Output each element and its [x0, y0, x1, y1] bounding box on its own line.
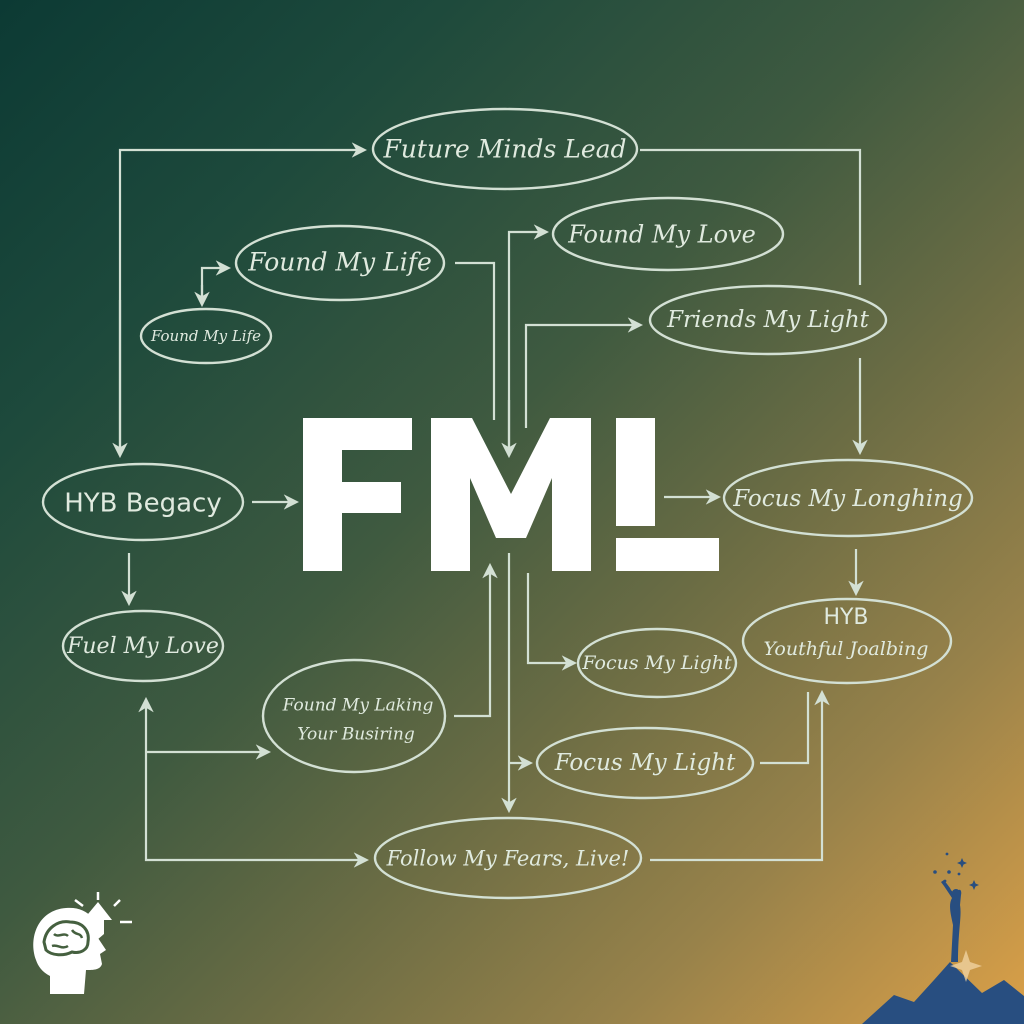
node-label-line2: Youthful Joalbing: [764, 638, 929, 660]
node-label: Follow My Fears, Live!: [386, 847, 630, 871]
node-label: Found My Life: [150, 327, 261, 345]
node-label: Friends My Light: [666, 307, 870, 333]
connector-fears-to-youthful: [650, 689, 830, 862]
node-label-line1: Found My Laking: [282, 696, 434, 716]
fml-title: [303, 418, 719, 571]
connector-fml-to-love: [507, 224, 550, 452]
node-friends-my-light[interactable]: Friends My Light: [648, 284, 888, 356]
node-label: Focus My Light: [581, 652, 732, 674]
node-focus-my-light-upper[interactable]: Focus My Light: [576, 627, 738, 699]
connector-small-life-to-life: [200, 260, 232, 300]
node-found-my-laking[interactable]: Found My Laking Your Busiring: [261, 658, 447, 774]
node-label: Fuel My Love: [66, 634, 219, 659]
person-on-mountain-icon: [862, 852, 1024, 1024]
node-label: Found My Love: [567, 221, 756, 249]
node-label-line1: HYB: [823, 605, 868, 630]
node-follow-my-fears[interactable]: Follow My Fears, Live!: [373, 816, 643, 900]
connectors: [112, 142, 868, 868]
node-found-my-life[interactable]: Found My Life: [234, 224, 446, 302]
connector-laking-to-fml: [454, 562, 498, 718]
node-fuel-my-love[interactable]: Fuel My Love: [61, 609, 225, 683]
node-future-minds-lead[interactable]: Future Minds Lead: [371, 107, 639, 191]
connector-fml-to-light-upper: [526, 573, 578, 671]
node-focus-my-longhing[interactable]: Focus My Longhing: [722, 458, 974, 538]
node-label: Found My Life: [247, 248, 432, 277]
connector-future-to-longhing: [640, 148, 862, 285]
node-label: Focus My Light: [554, 750, 736, 776]
brain-growth-icon: [33, 892, 132, 994]
connector-life-to-fml: [455, 261, 496, 420]
node-label: Future Minds Lead: [382, 135, 626, 164]
node-label-line2: Your Busiring: [297, 725, 415, 745]
node-focus-my-light-lower[interactable]: Focus My Light: [535, 726, 755, 800]
node-hyb-youthful[interactable]: HYB Youthful Joalbing: [741, 597, 953, 685]
node-label: Focus My Longhing: [732, 486, 963, 512]
node-label: HYB Begacy: [64, 489, 222, 519]
connector-fml-to-friends: [524, 317, 644, 428]
connector-fuel-loop: [138, 696, 370, 868]
node-found-my-love[interactable]: Found My Love: [551, 196, 785, 272]
connector-light-lower-to-youthful: [760, 692, 810, 765]
node-hyb-begacy[interactable]: HYB Begacy: [41, 462, 245, 542]
node-found-my-life-small[interactable]: Found My Life: [139, 307, 273, 365]
